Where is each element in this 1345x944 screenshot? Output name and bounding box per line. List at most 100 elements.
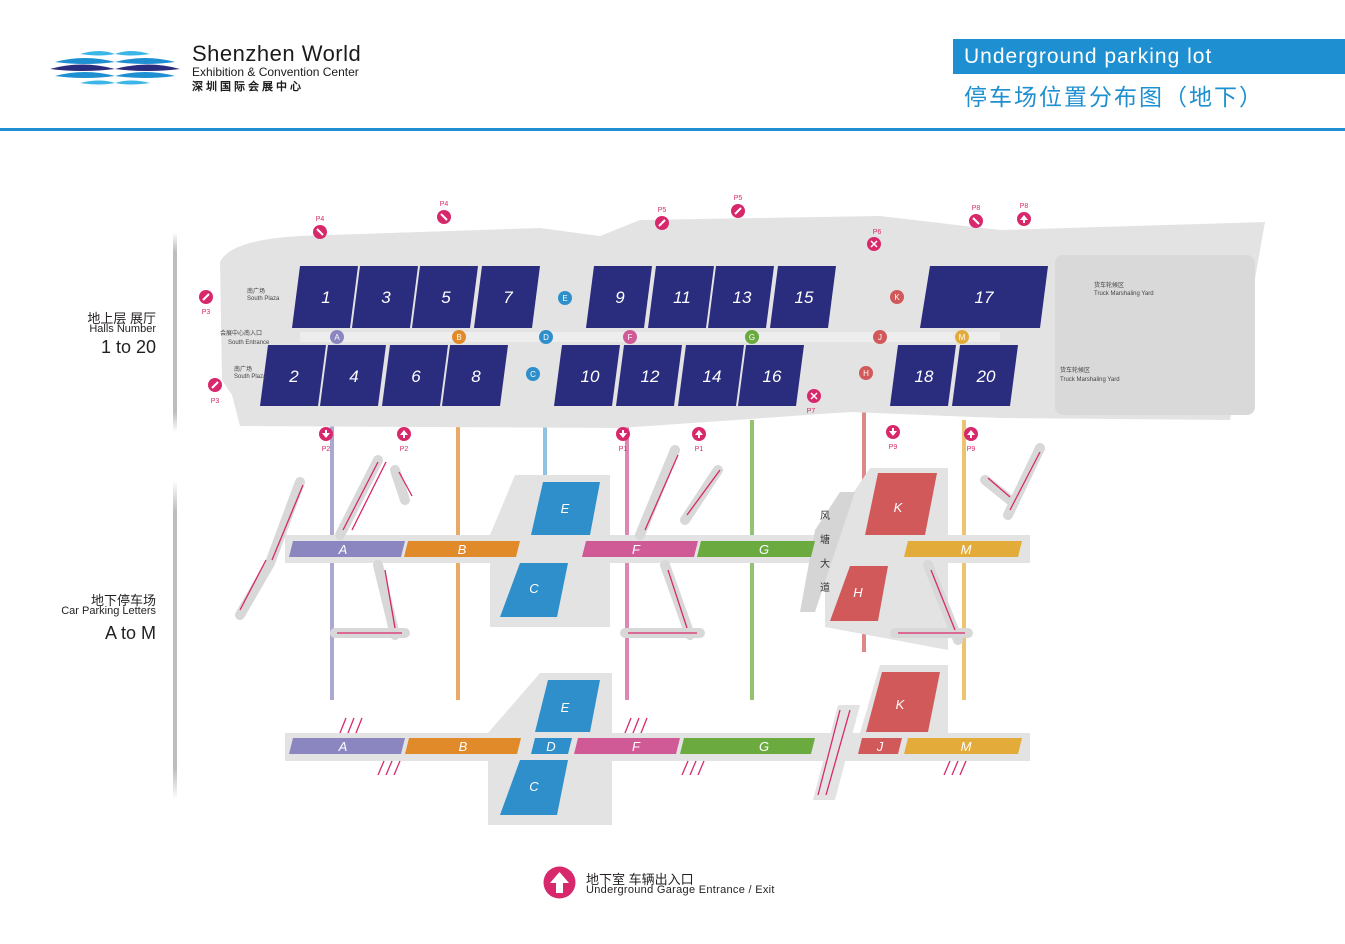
svg-text:B: B <box>456 333 461 342</box>
parking-section-range: A to M <box>104 623 156 643</box>
entrance-p5-marker: P5 <box>731 195 745 218</box>
parking-f-label: F <box>632 542 641 557</box>
svg-text:South Plaza: South Plaza <box>247 296 280 302</box>
halls-section-en: Halls Number <box>89 323 156 335</box>
svg-text:P1: P1 <box>695 446 704 453</box>
svg-text:P4: P4 <box>440 201 449 208</box>
hall-label: 16 <box>763 367 782 386</box>
parking-b-label: B <box>458 542 467 557</box>
hall-label: 5 <box>441 288 451 307</box>
parking-section-cn: 地下停车场 <box>90 593 156 608</box>
org-name-cn: 深圳国际会展中心 <box>192 81 304 93</box>
section-divider-halls <box>173 232 177 432</box>
hall-label: 10 <box>581 367 600 386</box>
parking-m-label: M <box>961 542 972 557</box>
svg-text:P5: P5 <box>658 207 667 214</box>
parking-section-en: Car Parking Letters <box>61 605 156 617</box>
title-cn: 停车场位置分布图（地下） <box>964 84 1264 110</box>
svg-text:南广场: 南广场 <box>247 287 265 295</box>
svg-text:F: F <box>628 333 633 342</box>
parking-a-label: A <box>338 542 348 557</box>
entrance-p8-marker: P8 <box>969 205 983 228</box>
hall-label: 6 <box>411 367 421 386</box>
hall-label: 4 <box>349 367 358 386</box>
halls-layer <box>260 266 1048 406</box>
section-divider-parking <box>173 480 177 800</box>
org-name-en-line1: Shenzhen World <box>192 41 362 66</box>
plaza-labels: 南广场 South Plaza 会展中心南入口 South Entrance 南… <box>220 281 1154 383</box>
entrance-p2-marker: P2 <box>319 427 333 453</box>
parking-c-label: C <box>529 779 539 794</box>
legend-en: Underground Garage Entrance / Exit <box>586 884 775 896</box>
hall-label: 7 <box>503 288 513 307</box>
entrance-p4-marker: P4 <box>313 216 327 239</box>
hall-label: 3 <box>381 288 391 307</box>
parking-c-label: C <box>529 581 539 596</box>
svg-text:P1: P1 <box>619 446 628 453</box>
svg-text:P8: P8 <box>1020 203 1029 210</box>
svg-text:South Entrance: South Entrance <box>228 340 270 346</box>
logo-mark <box>50 51 180 85</box>
hall-labels: 1 2 3 4 5 6 7 8 9 10 11 12 13 14 15 16 1… <box>288 288 996 386</box>
svg-text:J: J <box>878 333 882 342</box>
hall-label: 15 <box>795 288 814 307</box>
svg-text:D: D <box>543 333 549 342</box>
svg-text:K: K <box>894 293 900 302</box>
parking-level-1: A B C E F G H K M 风塘大道 <box>235 443 1045 650</box>
svg-text:会展中心南入口: 会展中心南入口 <box>220 329 262 337</box>
parking-level-2: A B C D E F G J K M <box>285 665 1030 825</box>
parking-e-label: E <box>561 700 570 715</box>
svg-text:M: M <box>959 333 966 342</box>
svg-text:P9: P9 <box>889 444 898 451</box>
header-divider <box>0 128 1345 131</box>
svg-text:South Plaza: South Plaza <box>234 374 267 380</box>
legend-cn: 地下室 车辆出入口 <box>586 872 694 887</box>
entrance-p8-marker: P8 <box>1017 203 1031 226</box>
svg-text:P2: P2 <box>400 446 409 453</box>
entrance-exit-legend-icon <box>543 866 576 899</box>
parking-e-label: E <box>561 501 570 516</box>
title-en: Underground parking lot <box>964 45 1213 68</box>
halls-section-range: 1 to 20 <box>100 337 156 357</box>
svg-text:P2: P2 <box>322 446 331 453</box>
svg-text:南广场: 南广场 <box>234 365 252 373</box>
title-bar <box>953 39 1345 74</box>
hall-label: 8 <box>471 367 481 386</box>
parking-k-label: K <box>894 500 904 515</box>
entrance-p9-marker: P9 <box>886 425 900 451</box>
parking-g-label: G <box>759 739 769 754</box>
svg-text:P4: P4 <box>316 216 325 223</box>
svg-text:H: H <box>863 369 869 378</box>
entrance-markers: P1 P1 P2 P2 P3 P3 P4 P4 P5 P5 P6 P7 P8 P… <box>199 195 1031 453</box>
hall-label: 18 <box>915 367 934 386</box>
hall-label: 9 <box>615 288 625 307</box>
halls-section-cn: 地上层 展厅 <box>87 311 156 326</box>
svg-text:C: C <box>530 370 536 379</box>
hall-label: 20 <box>976 367 996 386</box>
entrance-p2-marker: P2 <box>397 427 411 453</box>
entrance-p5-marker: P5 <box>655 207 669 230</box>
parking-a-label: A <box>338 739 348 754</box>
entrance-p3-marker: P3 <box>199 290 213 316</box>
svg-text:Truck Marshaling Yard: Truck Marshaling Yard <box>1094 291 1154 297</box>
road-label: 风塘大道 <box>818 510 830 606</box>
entrance-p1-marker: P1 <box>692 427 706 453</box>
hall-label: 1 <box>321 288 330 307</box>
svg-text:货车轮候区: 货车轮候区 <box>1060 366 1090 374</box>
parking-f-label: F <box>632 739 641 754</box>
svg-text:Truck Marshaling Yard: Truck Marshaling Yard <box>1060 377 1120 383</box>
entrance-p4-marker: P4 <box>437 201 451 224</box>
zone-markers: A B C D E F G H J K M <box>330 290 969 381</box>
svg-text:A: A <box>334 333 340 342</box>
hall-label: 13 <box>733 288 752 307</box>
svg-text:货车轮候区: 货车轮候区 <box>1094 281 1124 289</box>
svg-text:P9: P9 <box>967 446 976 453</box>
entrance-p6-marker: P6 <box>867 229 881 251</box>
org-name-en-line2: Exhibition & Convention Center <box>192 65 359 79</box>
entrance-p1-marker: P1 <box>616 427 630 453</box>
parking-m-label: M <box>961 739 972 754</box>
svg-text:E: E <box>562 294 567 303</box>
svg-text:P5: P5 <box>734 195 743 202</box>
parking-b-label: B <box>459 739 468 754</box>
